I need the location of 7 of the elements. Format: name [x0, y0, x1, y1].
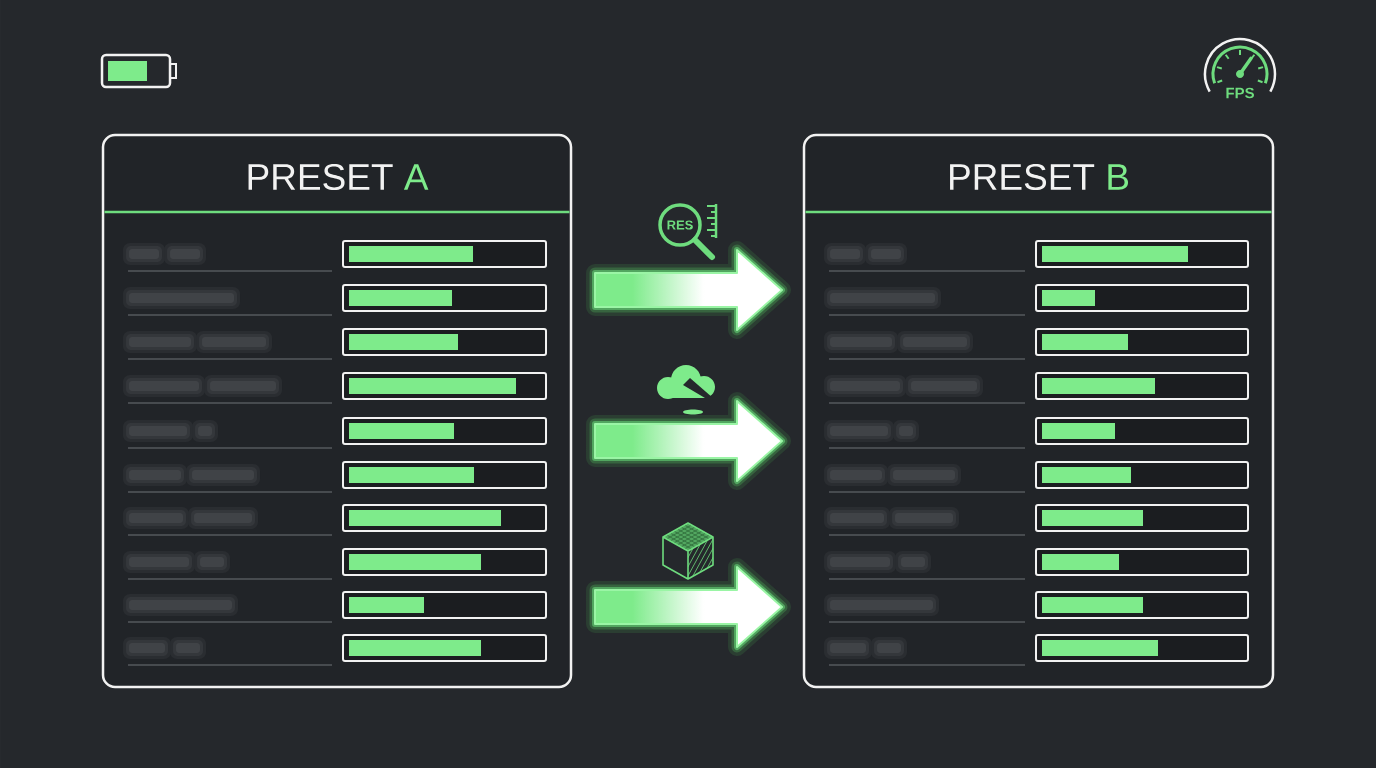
panel-heading: PRESET A — [248, 163, 429, 191]
icon-label: FPS — [1226, 87, 1254, 99]
panel-heading: PRESET B — [950, 163, 1129, 191]
icon-label: RES — [667, 220, 693, 230]
block-arrow — [586, 392, 791, 490]
block-arrow — [586, 558, 791, 656]
block-arrow — [586, 241, 791, 339]
